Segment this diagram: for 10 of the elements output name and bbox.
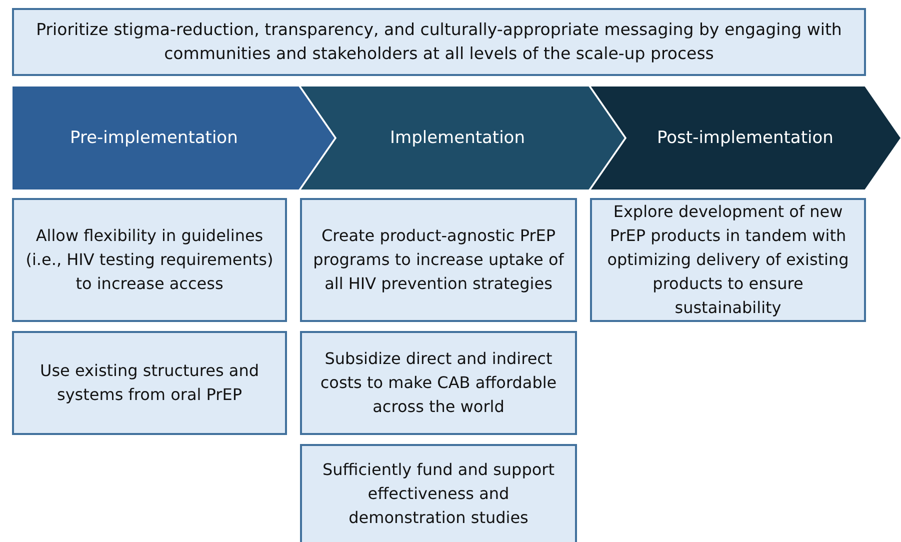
text-box: Sufficiently fund and support effectiveness and demonstration studies [300,444,577,542]
banner-text-box: Prioritize stigma-reduction, transparency, and culturally-appropriate messaging by engaging with communities and stakeholders at all levels of the scale-up process [12,8,866,76]
text-box: Create product-agnostic PrEP programs to increase uptake of all HIV prevention strategies [300,198,577,322]
text-box: Subsidize direct and indirect costs to make CAB affordable across the world [300,331,577,435]
text-box: Use existing structures and systems from oral PrEP [12,331,287,435]
text-box: Allow flexibility in guidelines (i.e., HIV testing requirements) to increase access [12,198,287,322]
text-box: Explore development of new PrEP products in tandem with optimizing delivery of existing products to ensure sustainability [590,198,866,322]
phase-label: Pre-implementation [70,128,238,148]
phase-label: Implementation [390,128,525,148]
phase-label: Post-implementation [657,128,834,148]
